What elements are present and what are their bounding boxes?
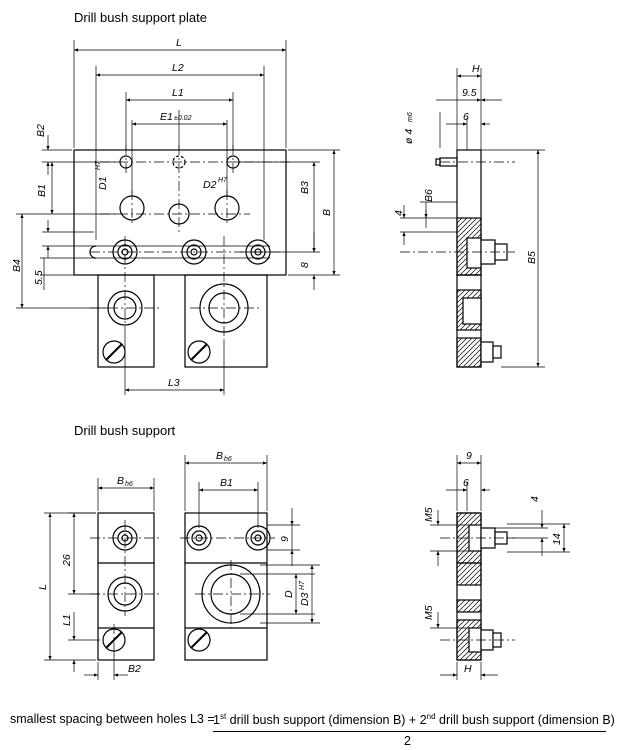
dim-L2: L2: [172, 62, 184, 74]
dim-L1: L1: [61, 614, 73, 626]
plate-side-view: [435, 149, 508, 368]
dim-B4: B4: [11, 259, 23, 272]
dim-9-side: 9: [466, 450, 472, 462]
dim-Bh6-fit: h6: [125, 481, 133, 488]
dim-B5: B5: [526, 251, 538, 264]
support-top-labels: B h6 B1 9 D D3 H7: [216, 450, 311, 606]
dim-Bh6: B: [117, 475, 124, 487]
plate-side-dimensions: [400, 68, 545, 368]
plate-outline: [73, 149, 287, 276]
support-side-labels: 9 6 M5 4 14 M5 H: [423, 450, 563, 675]
dim-D3-fit: H7: [299, 580, 306, 590]
dim-D2: D2: [203, 179, 217, 191]
support-front-outline: [97, 512, 155, 661]
dim-B2: B2: [128, 663, 141, 675]
dim-L3: L3: [168, 377, 180, 389]
support-side-dimensions: [430, 455, 570, 680]
dim-D3: D3: [299, 592, 311, 606]
dim-L: L: [176, 37, 182, 49]
dim-4: 4: [393, 210, 405, 216]
dim-E1: E1: [160, 111, 173, 123]
dim-B1: B1: [36, 184, 48, 197]
dim-9-top: 9: [279, 536, 291, 542]
dim-4-side: 4: [529, 496, 541, 502]
support-top-view: [184, 512, 271, 661]
dim-D1-fit: H7: [95, 160, 102, 170]
plate-side-labels: H 9.5 6 ø 4 m6 B6 4 B5: [393, 63, 538, 264]
support-front-dimensions: [44, 478, 160, 680]
dim-H: H: [472, 63, 480, 75]
dim-H-side: H: [464, 663, 472, 675]
plate-front-labels: L L2 L1 E1 ±0.02 B2 B1 B4 5.5 D1 H7 D2 H…: [11, 37, 333, 389]
fraction-bar: [213, 731, 606, 732]
dim-B2: B2: [35, 124, 47, 137]
dim-L1: L1: [172, 87, 184, 99]
dim-B6: B6: [423, 189, 435, 202]
support-top-dimensions: [180, 455, 320, 628]
plate-front-dimensions: [16, 40, 340, 395]
dim-E1-tol: ±0.02: [174, 115, 192, 122]
spacing-formula: smallest spacing between holes L3 = 1st …: [0, 706, 619, 750]
dim-D1: D1: [97, 177, 109, 190]
dim-6: 6: [463, 111, 469, 123]
dim-D2-fit: H7: [218, 177, 228, 184]
dim-B1-top: B1: [220, 477, 233, 489]
support-block-left: [97, 274, 155, 368]
support-top-outline: [184, 512, 268, 661]
dim-8: 8: [299, 262, 311, 268]
dim-Bh6-top: B: [216, 450, 223, 462]
dim-phi4: ø 4: [403, 129, 415, 144]
formula-numerator: 1st drill bush support (dimension B) + 2…: [213, 712, 615, 727]
dim-Bh6-top-fit: h6: [224, 456, 232, 463]
dim-M5a: M5: [423, 507, 435, 522]
screw-right: [187, 340, 211, 364]
formula-lhs: smallest spacing between holes L3 =: [10, 712, 215, 726]
dim-phi4-fit: m6: [407, 112, 414, 122]
dim-L: L: [37, 584, 49, 590]
dim-5-5: 5.5: [33, 270, 45, 285]
support-front-labels: B h6 26 L L1 B2: [37, 475, 141, 675]
dim-D: D: [283, 590, 295, 598]
support-title: Drill bush support: [74, 423, 176, 438]
support-front-view: [97, 512, 155, 661]
dim-26: 26: [61, 554, 73, 567]
dim-B: B: [321, 209, 333, 216]
plate-title: Drill bush support plate: [74, 10, 207, 25]
dim-M5b: M5: [423, 605, 435, 620]
support-block-right: [184, 274, 268, 368]
dim-9-5: 9.5: [462, 87, 477, 99]
formula-denominator: 2: [404, 734, 411, 748]
dim-6-side: 6: [463, 477, 469, 489]
support-side-view: [456, 512, 508, 661]
dim-14: 14: [551, 533, 563, 545]
dim-B3: B3: [299, 181, 311, 194]
